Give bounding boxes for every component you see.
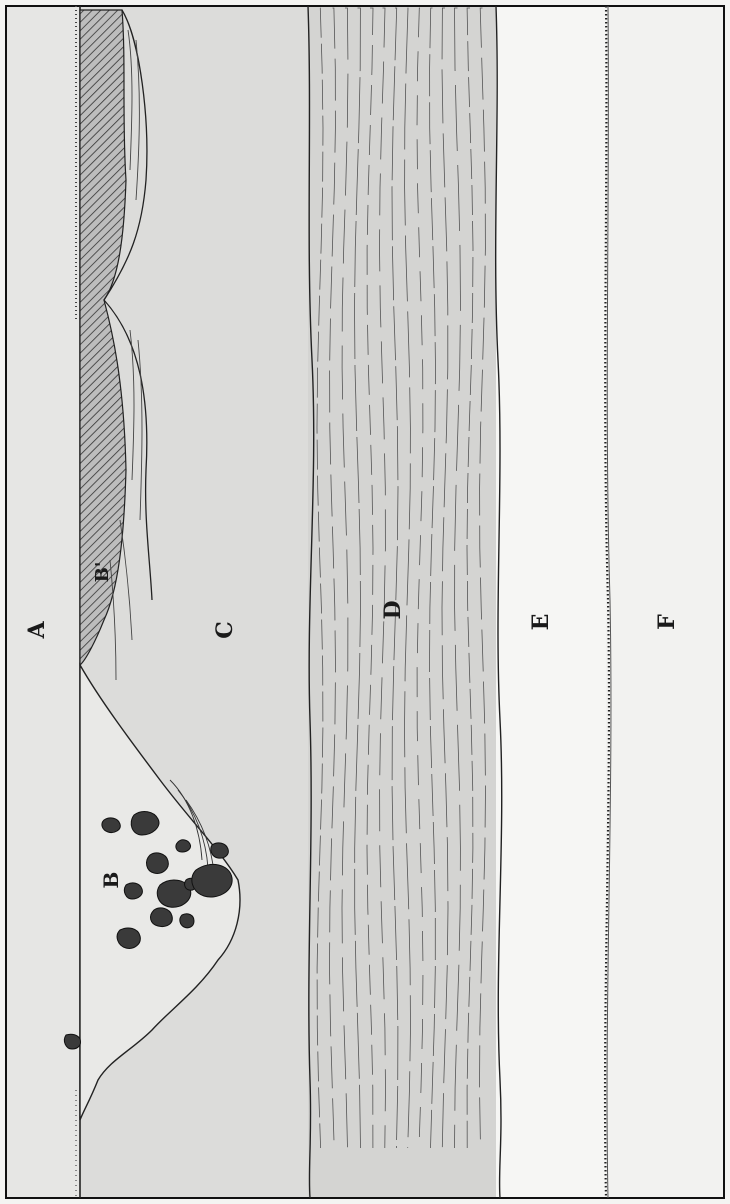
- label-b: B: [99, 872, 123, 889]
- label-b-prime: B': [92, 562, 113, 583]
- layer-a-band: [6, 6, 80, 1198]
- layer-f-band: [606, 6, 724, 1198]
- label-c: C: [212, 621, 238, 639]
- label-d: D: [380, 600, 406, 619]
- label-e: E: [528, 614, 554, 631]
- layer-e-band: [496, 6, 606, 1198]
- label-a: A: [24, 621, 50, 640]
- label-f: F: [654, 614, 680, 630]
